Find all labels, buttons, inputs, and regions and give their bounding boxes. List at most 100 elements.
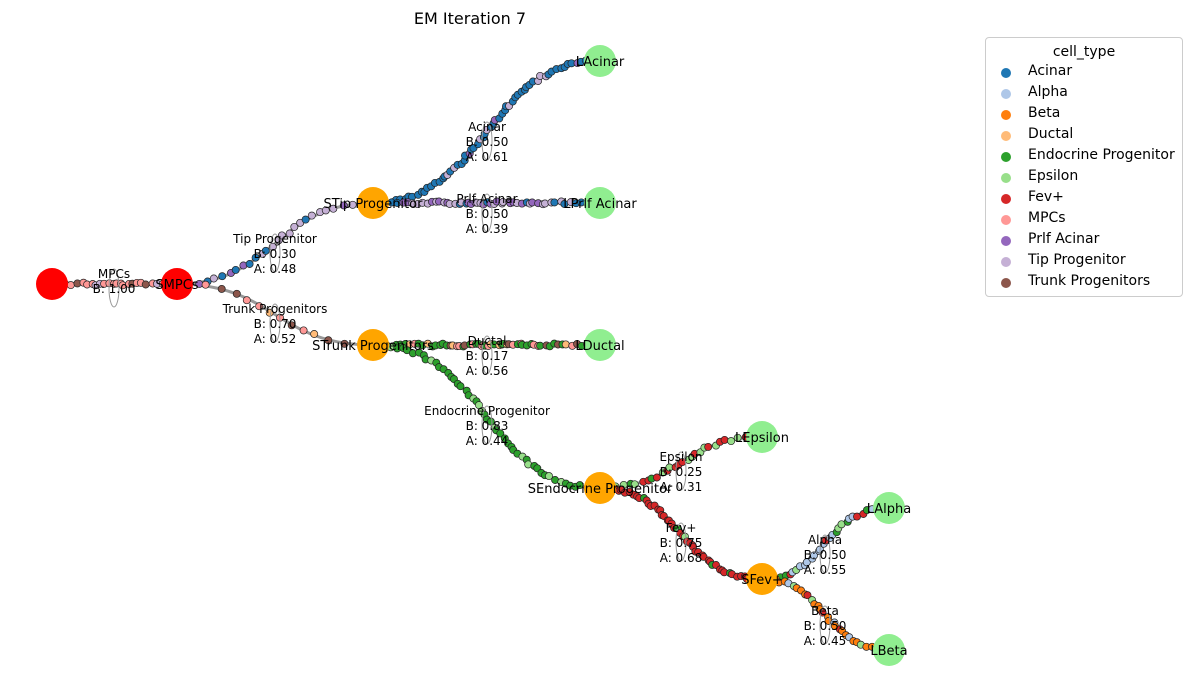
legend-item: Acinar [986, 62, 1182, 83]
node-label-lacinar: LAcinar [576, 55, 625, 70]
edge-b-label: B: 0.83 [466, 419, 509, 433]
legend-item: Trunk Progenitors [986, 272, 1182, 293]
legend-label: Epsilon [1028, 168, 1079, 184]
chart-title: EM Iteration 7 [414, 9, 526, 28]
legend-label: Ductal [1028, 126, 1074, 142]
node-sfev [746, 563, 778, 595]
node-lacinar [584, 45, 616, 77]
legend-item: Fev+ [986, 188, 1182, 209]
cell-point [652, 473, 661, 482]
edge-bracket-10 [819, 605, 831, 645]
edge-b-label: B: 0.75 [660, 536, 703, 550]
cell-point [321, 206, 330, 215]
node-label-sfev: SFev+ [741, 573, 783, 588]
cell-point [209, 274, 218, 283]
legend-swatch [1001, 173, 1011, 183]
cell-point [251, 253, 260, 262]
cell-point [720, 435, 729, 444]
cell-point [802, 558, 811, 567]
edge-b-label: B: 0.25 [660, 465, 703, 479]
cell-point [704, 442, 713, 451]
legend-label: Endocrine Progenitor [1028, 147, 1175, 163]
legend-label: Tip Progenitor [1028, 252, 1126, 268]
cell-point [340, 339, 349, 348]
node-lductal [584, 329, 616, 361]
cell-point [231, 265, 240, 274]
cell-point [561, 340, 570, 349]
edge-bracket-1 [269, 233, 281, 273]
cell-point [307, 211, 316, 220]
legend-item: Prlf Acinar [986, 230, 1182, 251]
cell-point [261, 246, 270, 255]
cell-point [545, 472, 553, 481]
legend-swatch [1001, 110, 1011, 120]
legend-item: Tip Progenitor [986, 251, 1182, 272]
cell-point [290, 222, 299, 231]
legend-item: Alpha [986, 83, 1182, 104]
edge-name-label: Tip Progenitor [232, 232, 317, 246]
legend-item: MPCs [986, 209, 1182, 230]
legend-swatch [1001, 68, 1011, 78]
cell-point [575, 481, 584, 490]
edge-name-label: Epsilon [659, 450, 702, 464]
legend-label: Fev+ [1028, 189, 1064, 205]
cell-point [218, 272, 227, 281]
legend-swatch [1001, 152, 1011, 162]
cell-point [541, 199, 549, 208]
legend-label: Prlf Acinar [1028, 231, 1100, 247]
edge-b-label: B: 0.50 [804, 619, 847, 633]
cell-point [268, 242, 277, 251]
legend-label: Alpha [1028, 84, 1068, 100]
legend-item: Beta [986, 104, 1182, 125]
node-label-lepsilon: LEpsilon [735, 431, 789, 446]
edge-bracket-3 [481, 121, 493, 161]
edge-a-label: A: 0.56 [466, 364, 509, 378]
cell-point [66, 281, 75, 290]
cell-point [310, 330, 319, 338]
cell-point [201, 280, 210, 289]
cell-point [486, 417, 495, 426]
edge-b-label: B: 0.50 [804, 548, 847, 562]
legend-label: Beta [1028, 105, 1061, 121]
node-label-lalpha: LAlpha [867, 502, 912, 517]
node-label-stip: STip Progenitor [324, 197, 424, 212]
cell-point [255, 302, 264, 311]
edge-name-label: Trunk Progenitors [222, 302, 328, 316]
edge-name-label: Prlf Acinar [456, 192, 517, 206]
edge-a-label: A: 0.39 [466, 222, 509, 236]
edge-name-label: Acinar [468, 120, 506, 134]
edge-a-label: A: 0.44 [466, 434, 509, 448]
legend-swatch [1001, 89, 1011, 99]
node-root [36, 268, 68, 300]
legend-label: Trunk Progenitors [1028, 273, 1151, 289]
cell-point [475, 401, 483, 410]
edge-bracket-5 [481, 335, 493, 375]
edge-a-label: A: 0.45 [804, 634, 847, 648]
cell-point [348, 200, 357, 209]
cell-point [324, 336, 333, 345]
edge-a-label: A: 0.48 [254, 262, 297, 276]
cell-point [242, 296, 251, 305]
edge-b-label: B: 0.50 [466, 207, 509, 221]
cell-point [285, 229, 294, 238]
legend-swatch [1001, 194, 1011, 204]
edge-name-label: Endocrine Progenitor [424, 404, 550, 418]
legend-swatch [1001, 236, 1011, 246]
edge-bracket-6 [481, 405, 493, 445]
cell-point [803, 591, 812, 600]
cell-point [217, 284, 226, 293]
cell-point [496, 429, 505, 438]
cell-point [277, 231, 286, 240]
legend-swatch [1001, 278, 1011, 288]
edge-b-label: B: 0.30 [254, 247, 297, 261]
node-sendo [584, 472, 616, 504]
cell-point [141, 280, 150, 289]
legend-swatch [1001, 215, 1011, 225]
node-label-lprlf: LPrlf Acinar [563, 197, 637, 212]
cell-point [456, 382, 465, 391]
cell-point [245, 260, 254, 268]
cell-point [287, 321, 296, 330]
edge-a-label: A: 0.68 [660, 551, 703, 565]
